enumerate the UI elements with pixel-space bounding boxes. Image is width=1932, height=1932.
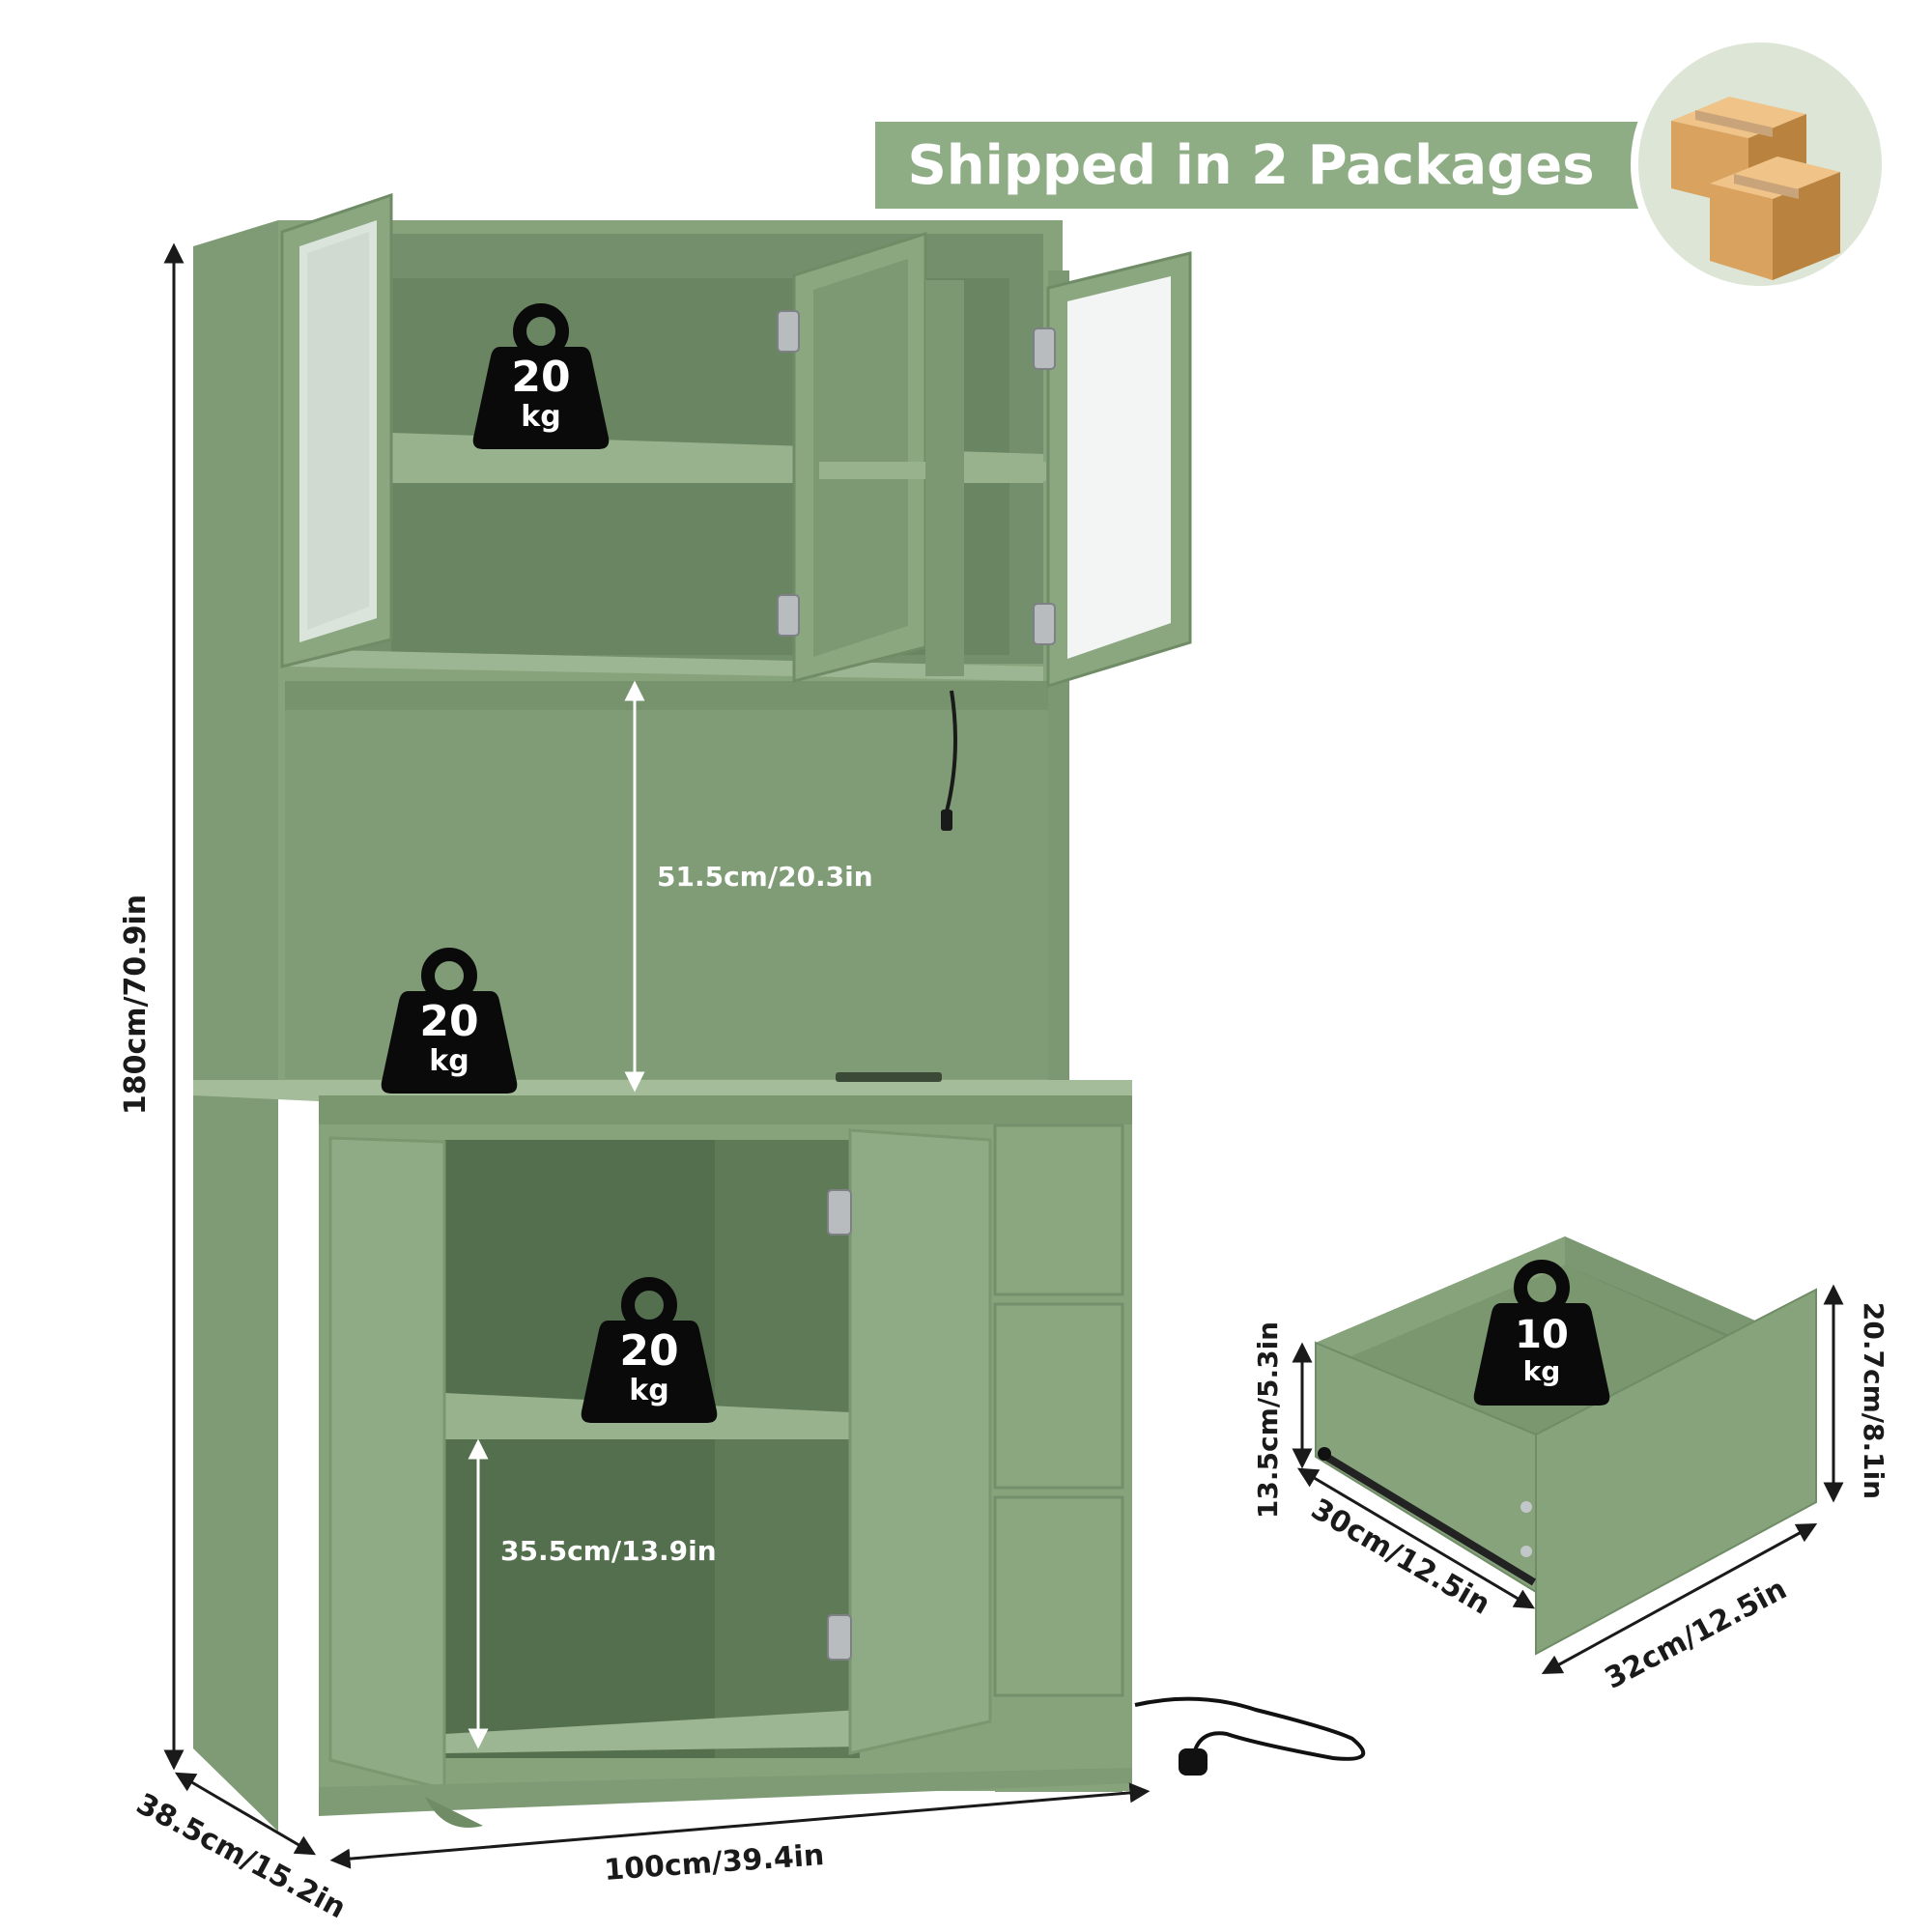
weight-badge-top-shelf: 20 kg	[473, 310, 610, 449]
pantry-cabinet	[193, 192, 1366, 1832]
banner-bar	[875, 122, 1638, 209]
width-label: 100cm/39.4in	[603, 1838, 825, 1888]
right-lower-door	[848, 1128, 992, 1755]
lower-gap-label: 35.5cm/13.9in	[500, 1535, 717, 1567]
weight-unit: kg	[1523, 1355, 1561, 1387]
left-lower-door	[328, 1136, 446, 1791]
upper-glass-doors	[280, 192, 1192, 689]
drawer-inner-height-label: 13.5cm/5.3in	[1252, 1321, 1284, 1519]
hinge	[827, 1614, 852, 1661]
weight-badge-countertop: 20 kg	[382, 954, 518, 1094]
hinge	[827, 1189, 852, 1236]
drawer-outer-height-label: 20.7cm/8.1in	[1858, 1302, 1889, 1499]
shipping-banner: Shipped in 2 Packages	[875, 35, 1889, 294]
weight-unit: kg	[521, 400, 560, 434]
hinge	[1033, 327, 1056, 370]
weight-value: 10	[1515, 1313, 1569, 1357]
weight-badge-lower-shelf: 20 kg	[582, 1284, 718, 1423]
external-power-cord	[1134, 1696, 1366, 1761]
weight-value: 20	[419, 997, 478, 1046]
drawer-1	[993, 1123, 1124, 1296]
drawer-3	[993, 1495, 1124, 1697]
hutch-power-cord	[945, 690, 957, 812]
weight-value: 20	[511, 353, 570, 402]
charging-pad	[836, 1072, 942, 1082]
drawer-stack	[993, 1123, 1124, 1792]
two-boxes-icon	[1671, 97, 1840, 280]
weight-unit: kg	[429, 1044, 469, 1078]
banner-text: Shipped in 2 Packages	[907, 134, 1594, 197]
drawer-2	[993, 1302, 1124, 1490]
weight-value: 20	[619, 1326, 678, 1376]
power-plug	[1179, 1748, 1208, 1776]
height-label: 180cm/70.9in	[119, 895, 153, 1115]
drawer-left-side	[1316, 1236, 1565, 1362]
weight-badge-drawer: 10 kg	[1474, 1266, 1610, 1406]
hinge	[777, 310, 800, 353]
hutch-gap-label: 51.5cm/20.3in	[657, 861, 873, 893]
weight-unit: kg	[629, 1374, 668, 1407]
depth-label: 38.5cm/15.2in	[130, 1787, 351, 1925]
hinge	[777, 594, 800, 637]
hinge	[1033, 603, 1056, 645]
cabinet-left-side	[193, 220, 278, 1832]
